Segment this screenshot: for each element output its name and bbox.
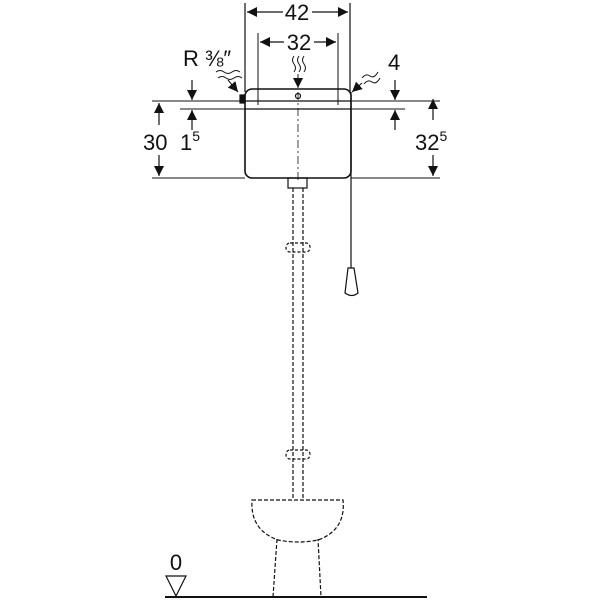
floor-level-label: 0 xyxy=(170,550,182,575)
outlet-nozzle xyxy=(287,177,308,189)
thread-label: R ⅜″ xyxy=(183,46,231,71)
water-inlet-side-icon xyxy=(215,70,243,93)
floor-level-marker xyxy=(165,575,187,598)
dim-42-label: 42 xyxy=(285,0,309,25)
dim-32-label: 32 xyxy=(287,30,311,55)
cistern-tank xyxy=(244,88,352,179)
toilet-bowl xyxy=(251,499,344,598)
dim-1-5-label: 15 xyxy=(180,128,200,155)
side-inlet xyxy=(239,94,246,104)
water-inlet-right-icon xyxy=(351,71,381,93)
water-inlet-top-icon xyxy=(292,55,306,88)
pull-handle xyxy=(344,267,359,297)
dim-4-label: 4 xyxy=(388,50,400,75)
pipe-bracket-upper xyxy=(285,242,311,253)
dim-32-5-label: 325 xyxy=(415,128,447,155)
pipe-bracket-lower xyxy=(285,449,311,460)
dim-30-label: 30 xyxy=(143,130,167,155)
